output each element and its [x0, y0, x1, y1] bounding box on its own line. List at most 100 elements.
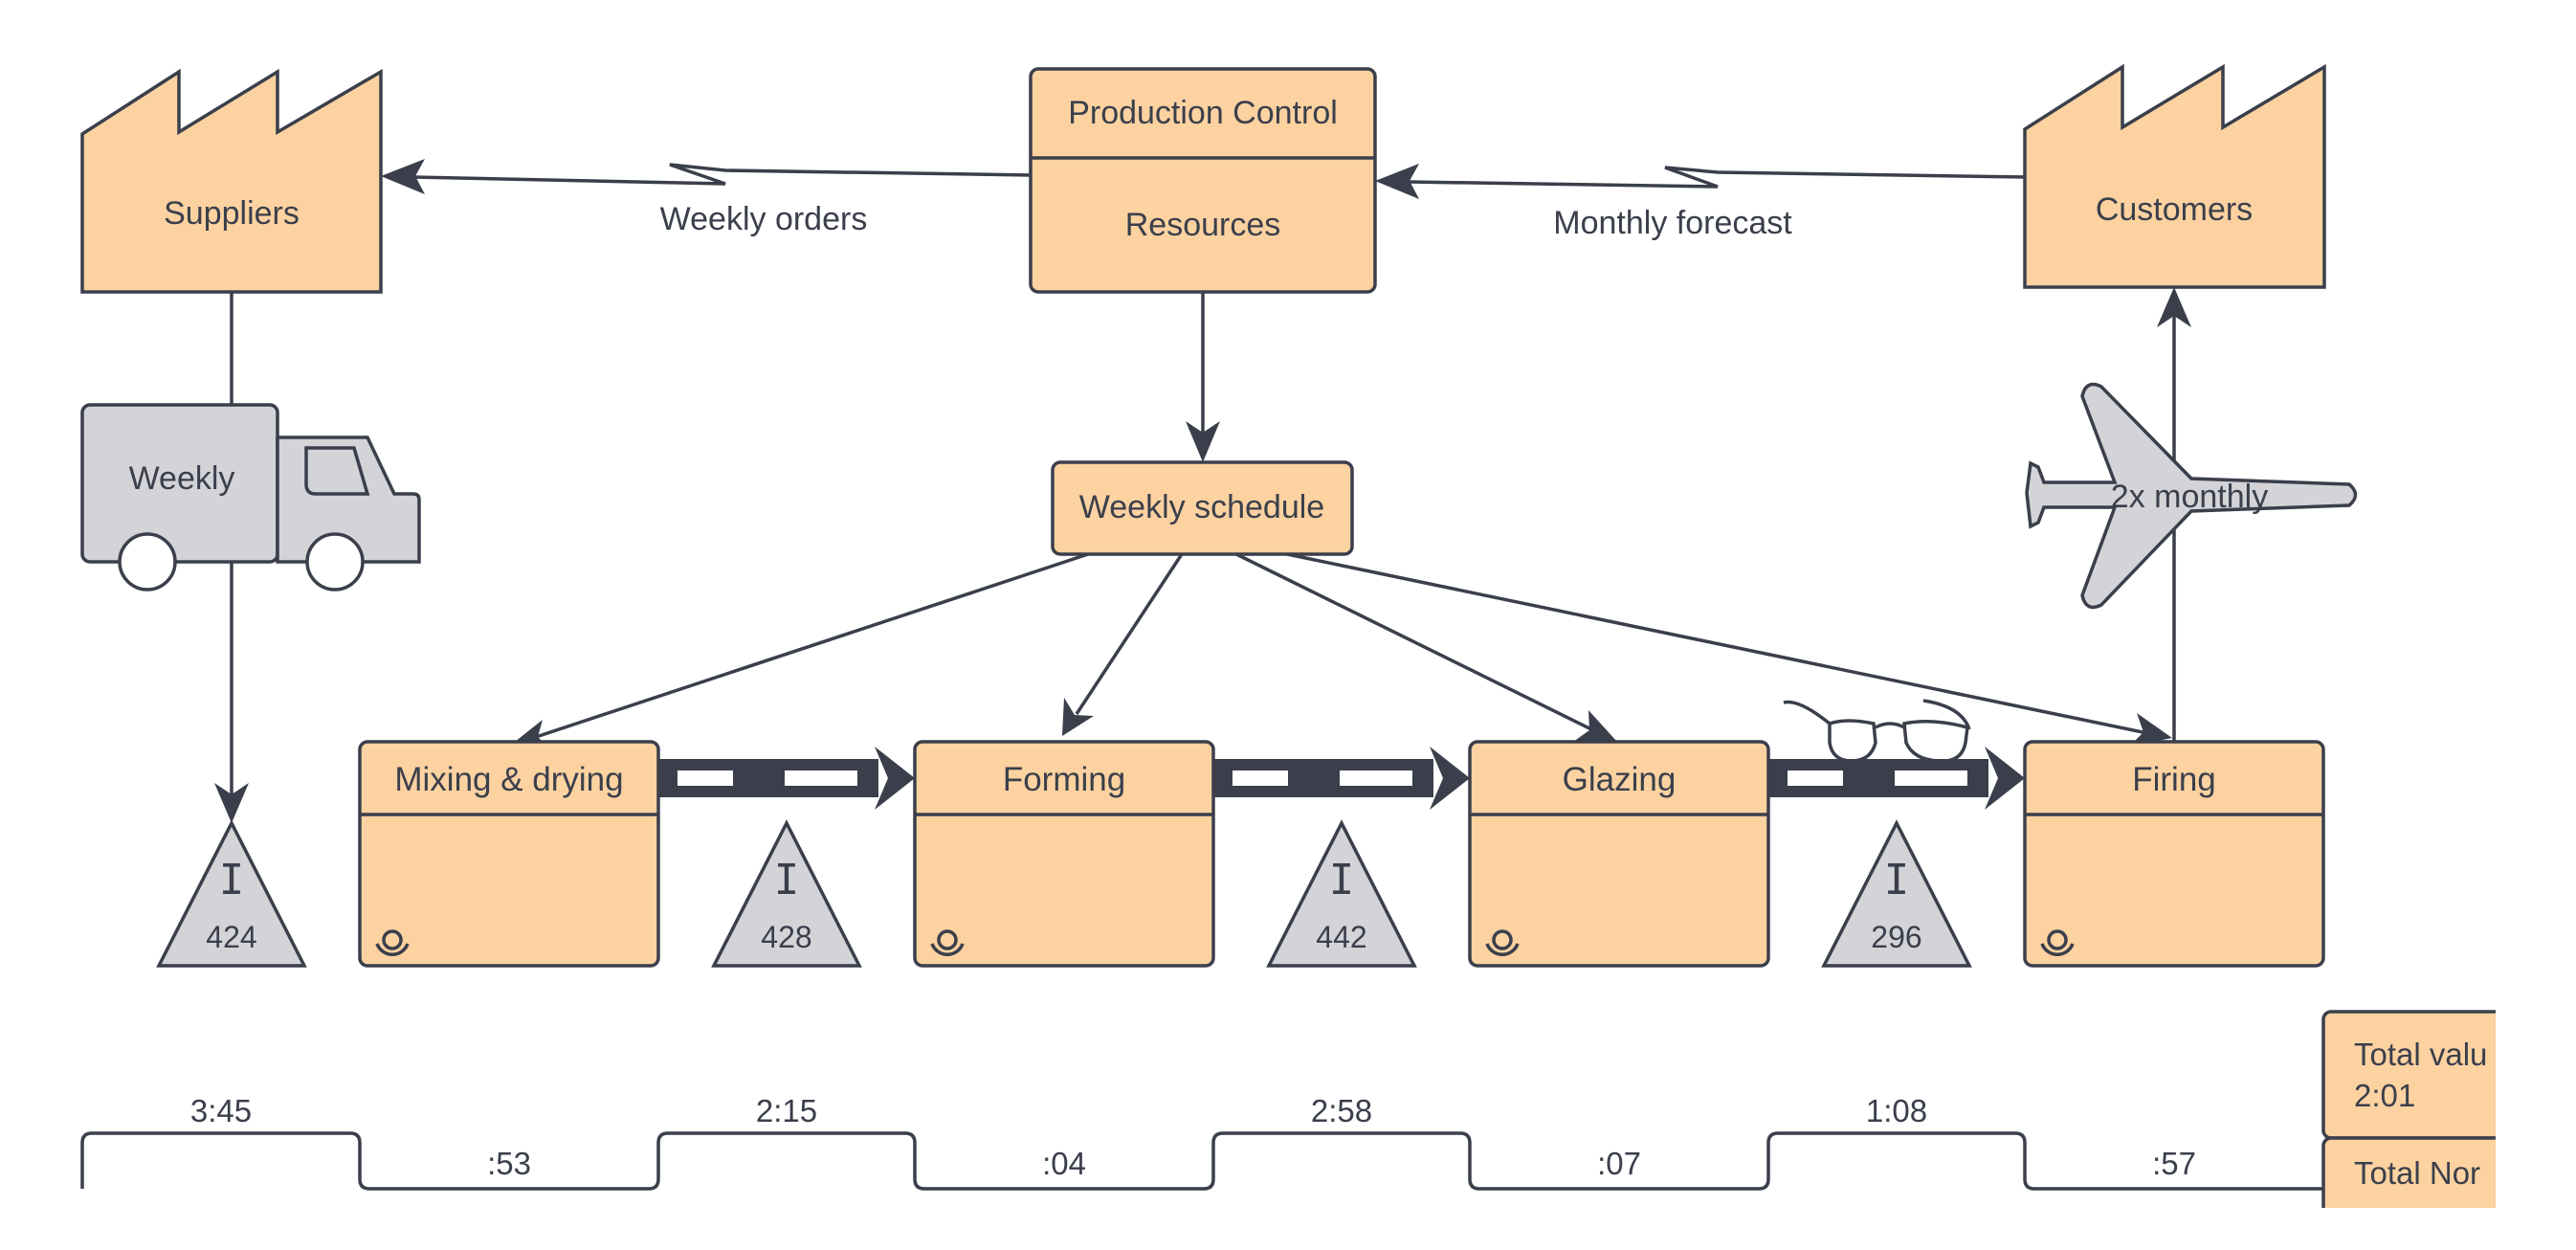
- customers-factory-shape: [2023, 63, 2326, 289]
- push-arrow-stripe: [1895, 770, 1967, 786]
- total-value-label: Total valu: [2354, 1037, 2487, 1072]
- timeline: 3:45 2:15 2:58 1:08 :53 :04 :07 :57: [80, 1093, 2323, 1191]
- schedule-to-forming-line: [1075, 553, 1184, 715]
- firing-to-customers-arrowhead: [2157, 287, 2191, 327]
- operator-icon: [2040, 929, 2075, 956]
- monthly-forecast-zigzag: [1408, 166, 2026, 189]
- operator-icon: [375, 929, 410, 956]
- schedule-to-glazing-arrowhead: [1573, 710, 1617, 742]
- inventory-count: 442: [1316, 920, 1366, 954]
- timeline-lower-value: :07: [1597, 1146, 1641, 1181]
- push-arrow-head: [875, 747, 915, 810]
- total-value-time: 2:01: [2354, 1078, 2415, 1113]
- process-label: Glazing: [1563, 761, 1677, 798]
- push-arrow-stripe: [785, 770, 857, 786]
- process-firing[interactable]: Firing: [2023, 740, 2325, 968]
- process-box: [1468, 740, 1770, 968]
- process-glazing[interactable]: Glazing: [1468, 740, 1770, 968]
- production-control-title: Production Control: [1068, 95, 1338, 131]
- push-arrow-2: [1213, 747, 1470, 810]
- inventory-shape: [1266, 819, 1417, 968]
- airplane-label: 2x monthly: [2111, 479, 2268, 515]
- truck-to-inventory-arrowhead: [214, 783, 249, 823]
- push-arrow-stripe: [1232, 770, 1288, 786]
- timeline-lower-value: :04: [1042, 1146, 1086, 1181]
- schedule-to-firing-arrowhead: [2129, 713, 2172, 747]
- weekly-schedule-label: Weekly schedule: [1079, 489, 1324, 525]
- truck-icon[interactable]: Weekly: [80, 403, 421, 592]
- schedule-to-forming-arrowhead: [1062, 698, 1094, 736]
- schedule-to-mixing-line: [535, 552, 1089, 739]
- inventory-triangle-2[interactable]: I 428: [711, 819, 862, 968]
- weekly-orders-label: Weekly orders: [660, 201, 868, 237]
- weekly-orders-arrowhead: [381, 159, 425, 194]
- production-control-subtitle: Resources: [1125, 207, 1281, 243]
- inventory-symbol: I: [774, 856, 800, 904]
- inventory-shape: [1821, 819, 1972, 968]
- inventory-symbol: I: [219, 856, 245, 904]
- timeline-upper-value: 1:08: [1866, 1093, 1927, 1128]
- process-box: [913, 740, 1215, 968]
- inventory-shape: [156, 819, 307, 968]
- process-forming[interactable]: Forming: [913, 740, 1215, 968]
- schedule-to-glazing-line: [1235, 552, 1594, 732]
- process-box: [2023, 740, 2325, 968]
- push-arrow-1: [658, 747, 915, 810]
- truck-rear-wheel: [118, 532, 177, 592]
- weekly-schedule-shape: [1051, 460, 1354, 556]
- timeline-step-line: [80, 1131, 2323, 1191]
- customers-label: Customers: [2096, 191, 2253, 228]
- inventory-symbol: I: [1884, 856, 1910, 904]
- process-label: Firing: [2132, 761, 2216, 798]
- truck-window: [304, 446, 370, 496]
- go-see-glasses-icon: [1783, 699, 1971, 763]
- truck-cab: [276, 435, 421, 564]
- right-crop-mask: [2496, 0, 2576, 1250]
- process-mixing-drying[interactable]: Mixing & drying: [358, 740, 660, 968]
- inventory-count: 296: [1871, 920, 1921, 954]
- timeline-upper-value: 2:15: [756, 1093, 817, 1128]
- process-label: Mixing & drying: [394, 761, 623, 798]
- airplane-shape: [2025, 382, 2358, 610]
- suppliers-factory-shape: [80, 68, 383, 294]
- inventory-count: 424: [206, 920, 256, 954]
- process-box: [358, 740, 660, 968]
- customers-factory[interactable]: Customers: [2023, 63, 2326, 289]
- push-arrow-head: [1985, 747, 2025, 810]
- operator-icon: [1485, 929, 1520, 956]
- inventory-symbol: I: [1329, 856, 1355, 904]
- monthly-forecast-arrowhead: [1375, 164, 1419, 199]
- truck-label: Weekly: [129, 460, 235, 497]
- weekly-schedule-box[interactable]: Weekly schedule: [1051, 460, 1354, 556]
- inventory-shape: [711, 819, 862, 968]
- timeline-upper-value: 2:58: [1311, 1093, 1372, 1128]
- control-to-schedule-arrow: [1186, 292, 1220, 462]
- push-arrow-stripe: [1340, 770, 1412, 786]
- truck-to-inventory-arrow: [214, 562, 249, 823]
- production-control-box[interactable]: Production Control Resources: [1029, 67, 1377, 294]
- inventory-triangle-4[interactable]: I 296: [1821, 819, 1972, 968]
- timeline-lower-value: :53: [487, 1146, 531, 1181]
- schedule-to-firing-line: [1286, 552, 2148, 735]
- inventory-count: 428: [761, 920, 811, 954]
- suppliers-factory[interactable]: Suppliers: [80, 68, 383, 294]
- operator-icon: [930, 929, 965, 956]
- timeline-upper-value: 3:45: [190, 1093, 252, 1128]
- airplane-icon[interactable]: 2x monthly: [2025, 382, 2358, 610]
- inventory-triangle-1[interactable]: I 424: [156, 819, 307, 968]
- monthly-forecast-flow: Monthly forecast: [1375, 164, 2026, 241]
- push-arrow-stripe: [677, 770, 733, 786]
- push-arrow-head: [1430, 747, 1470, 810]
- weekly-orders-zigzag: [412, 163, 1032, 186]
- suppliers-label: Suppliers: [164, 195, 300, 232]
- timeline-lower-value: :57: [2152, 1146, 2196, 1181]
- inventory-triangle-3[interactable]: I 442: [1266, 819, 1417, 968]
- total-non-value-label: Total Nor: [2354, 1155, 2480, 1191]
- push-arrow-stripe: [1788, 770, 1843, 786]
- truck-front-wheel: [305, 532, 365, 592]
- weekly-orders-flow: Weekly orders: [381, 159, 1032, 237]
- bottom-crop-mask: [2316, 1208, 2576, 1250]
- push-arrow-3: [1768, 747, 2025, 810]
- monthly-forecast-label: Monthly forecast: [1553, 205, 1792, 241]
